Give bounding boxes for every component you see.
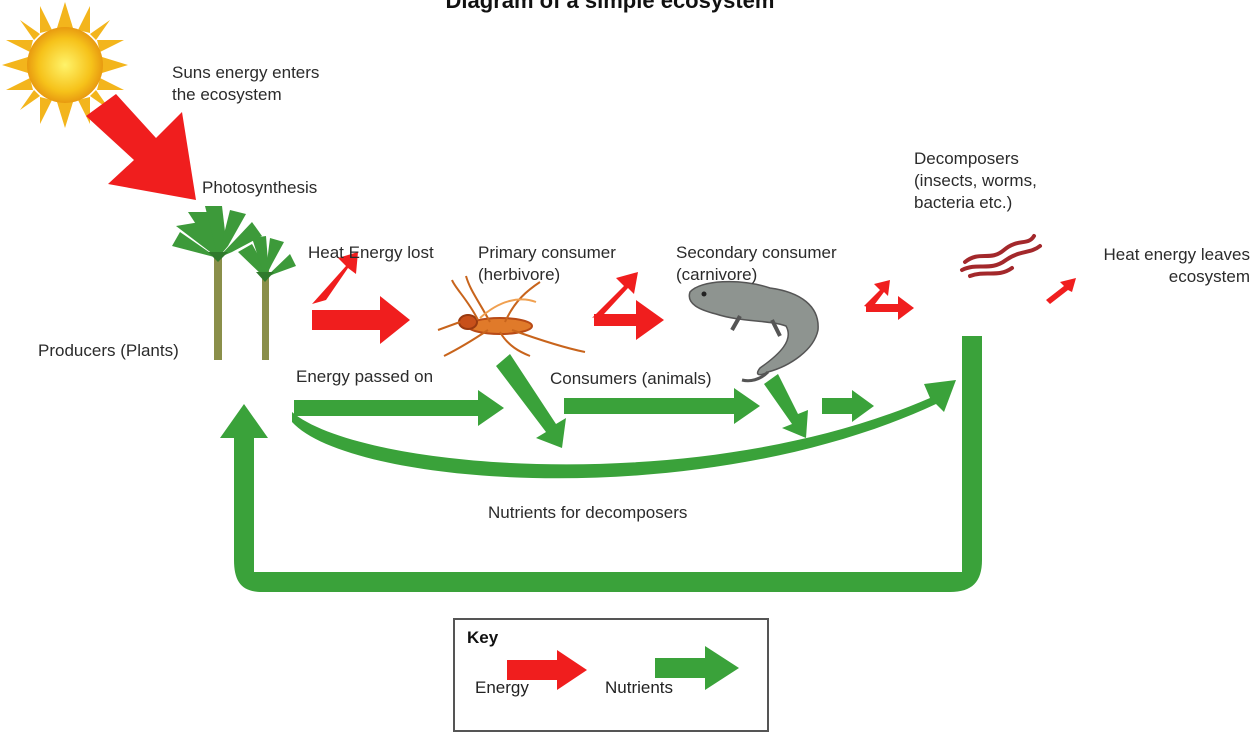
diagram-title: Diagram of a simple ecosystem (445, 0, 775, 13)
sun-energy-line-2: the ecosystem (172, 85, 282, 104)
worms-icon (960, 234, 1042, 278)
key-nutrients-label: Nutrients (605, 678, 674, 697)
heat-leaves-line-1: Heat energy leaves (1103, 245, 1250, 264)
sun-icon (2, 2, 128, 128)
nutrients-decomposers-label: Nutrients for decomposers (488, 503, 688, 522)
primary-consumer-line-2: (herbivore) (478, 265, 561, 284)
ecosystem-diagram (2, 2, 1076, 592)
decomposers-label: Decomposers (insects, worms, bacteria et… (914, 148, 1037, 214)
heat-loss-arrow-plants (312, 252, 410, 344)
secondary-consumer-label: Secondary consumer (carnivore) (676, 242, 837, 286)
heat-lost-label: Heat Energy lost (308, 243, 434, 262)
lizard-icon (688, 280, 819, 383)
heat-loss-arrow-secondary (864, 280, 914, 320)
plants-icon (172, 206, 296, 360)
producers-label: Producers (Plants) (38, 341, 179, 360)
nutrient-arrows (220, 336, 982, 592)
mosquito-icon (437, 275, 586, 357)
sun-energy-arrow (86, 94, 196, 200)
primary-consumer-line-1: Primary consumer (478, 243, 616, 262)
decomposers-line-2: (insects, worms, (914, 171, 1037, 190)
heat-leaves-label: Heat energy leaves ecosystem (1068, 244, 1250, 288)
key-arrows (507, 646, 739, 690)
decomposers-line-1: Decomposers (914, 149, 1019, 168)
key-nutrients-arrow (655, 646, 739, 690)
photosynthesis-label: Photosynthesis (202, 178, 318, 197)
primary-consumer-label: Primary consumer (herbivore) (478, 242, 616, 286)
secondary-consumer-line-1: Secondary consumer (676, 243, 837, 262)
sun-energy-label: Suns energy enters the ecosystem (172, 62, 319, 106)
sun-energy-line-1: Suns energy enters (172, 63, 320, 82)
heat-leaves-arrow (1046, 278, 1076, 304)
heat-leaves-line-2: ecosystem (1168, 267, 1250, 286)
secondary-consumer-line-2: (carnivore) (676, 265, 758, 284)
key-energy-label: Energy (475, 678, 529, 697)
legend-key: Key Energy Nutrients (453, 618, 769, 732)
energy-passed-label: Energy passed on (296, 367, 434, 386)
heat-loss-arrow-primary (592, 272, 664, 340)
key-title: Key (467, 628, 499, 647)
consumers-label: Consumers (animals) (550, 369, 712, 388)
key-energy-arrow (507, 650, 587, 690)
decomposers-line-3: bacteria etc.) (914, 193, 1013, 212)
